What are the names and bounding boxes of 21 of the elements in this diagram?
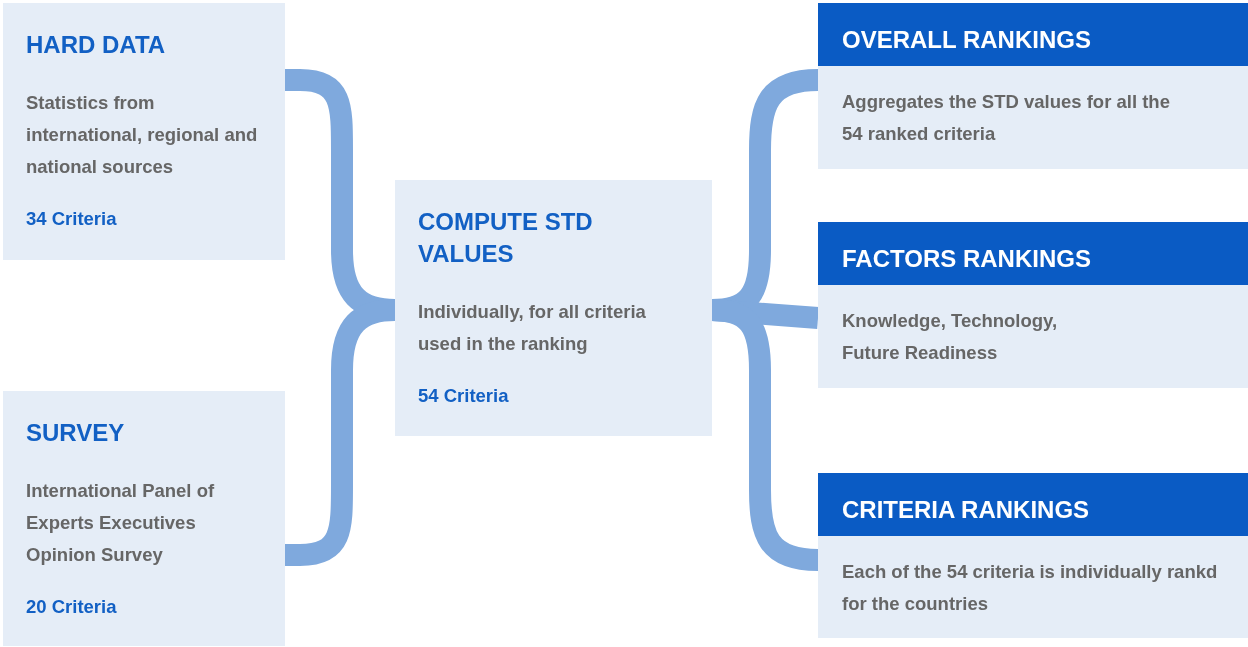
header-band: FACTORS RANKINGS	[818, 222, 1248, 285]
header-band: OVERALL RANKINGS	[818, 3, 1248, 66]
header-band: CRITERIA RANKINGS	[818, 473, 1248, 536]
card-description: Individually, for all criteria used in the ranking	[418, 300, 647, 356]
criteria-count: 20 Criteria	[26, 595, 118, 619]
card-description: Knowledge, Technology, Future Readiness	[841, 309, 1059, 365]
source-card	[3, 391, 285, 646]
card-description: Aggregates the STD values for all the 54 ranked criteria	[841, 90, 1171, 146]
source-card	[395, 180, 712, 436]
ranking-card	[818, 473, 1248, 638]
card-description: Each of the 54 criteria is individually rankd for the countries	[841, 560, 1219, 616]
card-heading: COMPUTE STD VALUES	[418, 207, 594, 269]
source-card	[3, 3, 285, 260]
ranking-card	[818, 3, 1248, 169]
ranking-card	[818, 222, 1248, 388]
criteria-count: 54 Criteria	[418, 384, 510, 408]
card-description: Statistics from international, regional and national sources	[26, 91, 259, 179]
card-heading: SURVEY	[26, 418, 126, 448]
card-description: International Panel of Experts Executives Opinion Survey	[26, 479, 216, 567]
card-heading: HARD DATA	[26, 30, 167, 60]
criteria-count: 34 Criteria	[26, 207, 118, 231]
